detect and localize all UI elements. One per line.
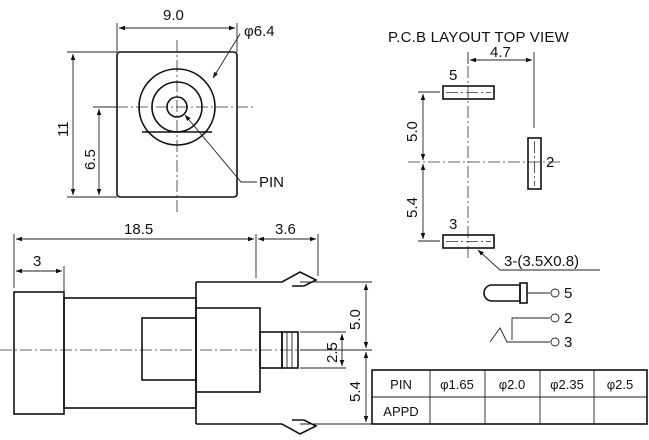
table-column-header: φ2.5 [607,377,634,392]
pad-3-label: 3 [449,216,457,233]
top-view: 9.0 11 6.5 φ6.4 PIN [55,7,284,212]
center-boss [141,317,197,381]
pad-5-label: 5 [449,67,457,84]
pcb-layout: P.C.B LAYOUT TOP VIEW 5 2 3 4.7 5.0 5.4 … [388,29,600,271]
pin-5-terminal [550,288,560,298]
lower-terminal [196,419,318,435]
pin-2-terminal [550,313,560,323]
upper-terminal [196,271,318,287]
pin-table: PIN APPD φ1.65 φ2.0 φ2.35 φ2.5 [371,369,648,425]
table-header-label: PIN [390,377,412,392]
table-column-header: φ2.0 [499,377,526,392]
h-offset-label: 4.7 [490,44,511,61]
pad-5 [442,85,495,100]
center-height-label: 6.5 [82,149,99,170]
pin-callout-label: PIN [259,174,284,191]
plug-symbol [483,284,521,302]
front-label: 3 [33,253,41,270]
pin-tip [281,331,299,369]
table-row-label: APPD [383,404,418,419]
lower-height-label: 5.4 [347,381,364,402]
lower-span-label: 5.4 [404,197,421,218]
table-column-header: φ2.35 [550,377,584,392]
pin-schematic: 5 2 3 [483,282,572,351]
main-body [63,297,197,409]
switch-contact [489,327,550,343]
pin-dia-label: 2.5 [324,342,341,363]
pad-size-label: 3-(3.5X0.8) [504,253,579,270]
pin-3-label: 3 [564,334,572,351]
pad-2 [527,137,542,190]
height-label: 11 [55,121,72,137]
pin-hole [166,96,188,118]
pin-5-label: 5 [564,285,572,302]
outer-ring [138,68,216,146]
width-label: 9.0 [163,7,184,24]
pin-3-terminal [550,337,560,347]
upper-span-label: 5.0 [404,121,421,142]
table-column-header: φ1.65 [440,377,474,392]
pin-2-label: 2 [564,310,572,327]
pad-3 [442,234,495,249]
tab-label: 3.6 [275,221,296,238]
front-flange [13,291,65,415]
diameter-label: φ6.4 [244,23,275,40]
length-label: 18.5 [124,221,153,238]
pad-2-label: 2 [546,154,554,171]
upper-height-label: 5.0 [347,309,364,330]
pcb-title: P.C.B LAYOUT TOP VIEW [388,29,570,46]
side-view: 18.5 3.6 3 5.0 5.4 2.5 [0,221,372,435]
sleeve-contact [511,317,550,340]
